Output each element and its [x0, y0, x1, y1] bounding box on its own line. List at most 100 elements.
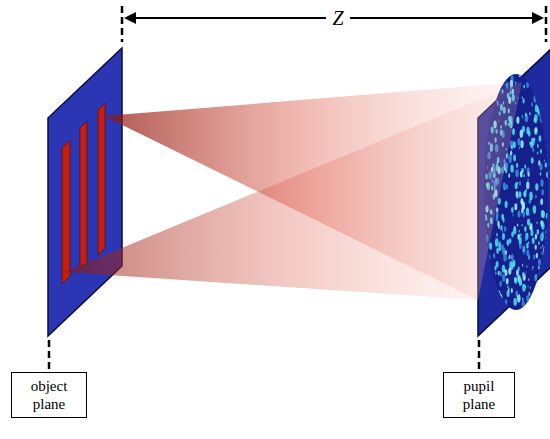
speckle-dot [498, 271, 500, 276]
speckle-dot [531, 229, 534, 236]
speckle-dot [543, 250, 546, 256]
speckle-dot [511, 288, 513, 293]
dimension-arrowhead [124, 12, 136, 24]
speckle-dot [539, 135, 542, 141]
speckle-dot [489, 283, 491, 288]
speckle-dot [527, 218, 530, 225]
speckle-dot [485, 288, 487, 292]
leader-line [48, 340, 51, 372]
speckle-dot [516, 117, 519, 124]
speckle-dot [539, 84, 541, 88]
speckle-dot [542, 245, 543, 248]
speckle-dot [490, 79, 492, 85]
speckle-dot [507, 239, 510, 246]
speckle-dot [483, 288, 486, 294]
speckle-dot [522, 115, 524, 119]
speckle-dot [510, 165, 513, 173]
speckle-dot [484, 276, 486, 281]
speckle-dot [541, 222, 544, 229]
speckle-dot [540, 233, 543, 241]
speckle-dot [523, 85, 525, 89]
speckle-dot [538, 266, 540, 270]
speckle-dot [529, 192, 533, 200]
speckle-dot [520, 130, 524, 138]
speckle-dot [526, 295, 529, 302]
speckle-dot [533, 205, 537, 213]
speckle-dot [528, 199, 530, 204]
speckle-dot [502, 244, 504, 249]
object-bar [62, 140, 70, 284]
speckle-dot [539, 291, 540, 294]
speckle-dot [495, 271, 497, 275]
speckle-dot [539, 281, 542, 289]
speckle-dot [511, 207, 514, 213]
speckle-dot [487, 254, 490, 261]
speckle-dot [544, 271, 547, 277]
speckle-dot [483, 298, 486, 306]
speckle-dot [543, 108, 546, 115]
speckle-dot [532, 268, 533, 271]
speckle-dot [493, 292, 495, 297]
speckle-dot [511, 145, 513, 150]
speckle-dot [513, 227, 516, 235]
speckle-dot [508, 173, 510, 177]
speckle-dot [500, 300, 504, 308]
label-box: pupil plane [443, 372, 515, 418]
speckle-dot [541, 252, 542, 255]
speckle-dot [505, 270, 508, 277]
speckle-dot [522, 263, 523, 266]
speckle-dot [521, 199, 523, 204]
speckle-dot [500, 225, 502, 231]
speckle-dot [543, 284, 547, 292]
speckle-dot [535, 132, 537, 134]
speckle-dot [496, 233, 498, 237]
speckle-dot [496, 211, 499, 217]
speckle-dot [537, 299, 540, 306]
speckle-dot [538, 259, 541, 266]
speckle-dot [539, 271, 543, 279]
speckle-dot [505, 299, 508, 305]
speckle-dot [541, 210, 544, 218]
speckle-dot [514, 277, 517, 283]
speckle-dot [490, 290, 492, 295]
speckle-dot [533, 138, 535, 142]
speckle-dot [519, 278, 522, 286]
speckle-dot [522, 300, 525, 307]
speckle-dot [528, 278, 529, 281]
speckle-dot [520, 198, 523, 204]
speckle-dot [516, 163, 518, 168]
speckle-dot [535, 245, 537, 250]
speckle-dot [519, 230, 520, 233]
speckle-dot [493, 253, 495, 258]
speckle-dot [502, 274, 505, 282]
speckle-dot [546, 171, 549, 177]
speckle-dot [541, 288, 543, 293]
speckle-dot [498, 241, 501, 248]
speckle-dot [522, 168, 524, 173]
speckle-dot [524, 226, 527, 232]
speckle-dot [505, 201, 508, 208]
speckle-dot [539, 86, 541, 90]
speckle-dot [483, 73, 485, 78]
speckle-dot [510, 150, 512, 156]
speckle-dot [533, 300, 534, 303]
speckle-dot [526, 184, 528, 186]
speckle-dot [535, 195, 537, 199]
speckle-dot [506, 184, 508, 189]
speckle-dot [526, 243, 529, 249]
speckle-dot [523, 249, 524, 252]
label-box: object plane [11, 372, 87, 418]
speckle-dot [528, 172, 530, 177]
speckle-dot [525, 285, 526, 288]
speckle-dot [547, 90, 549, 95]
speckle-dot [526, 82, 529, 89]
speckle-dot [496, 74, 498, 78]
speckle-dot [512, 128, 515, 135]
speckle-dot [506, 278, 509, 285]
speckle-dot [502, 265, 505, 273]
speckle-dot [540, 172, 542, 176]
speckle-dot [513, 155, 516, 162]
speckle-dot [495, 288, 497, 293]
speckle-dot [505, 169, 506, 172]
